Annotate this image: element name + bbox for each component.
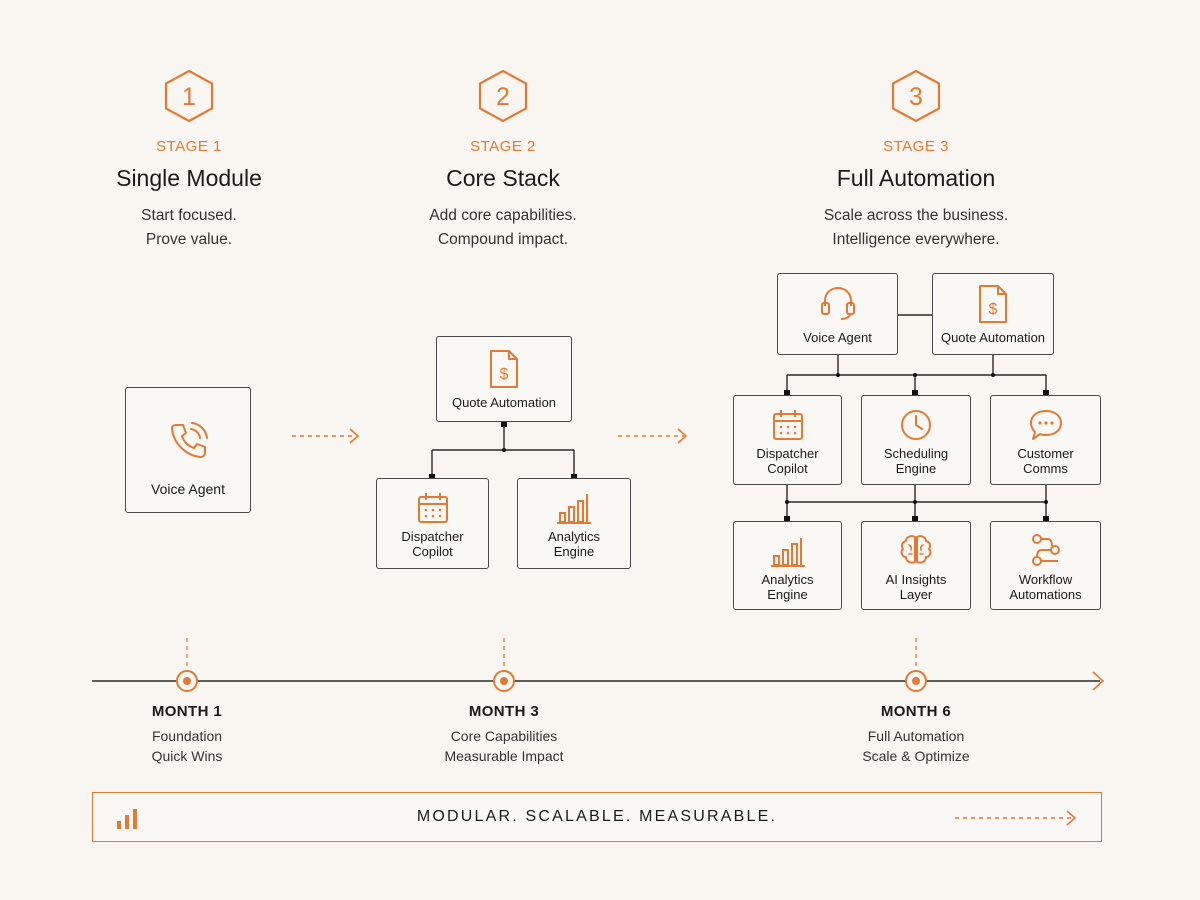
hexagon-badge-icon: 3 xyxy=(891,69,941,123)
stage-number: 3 xyxy=(909,83,923,111)
document-dollar-icon: $ xyxy=(979,285,1007,323)
brain-icon xyxy=(900,535,932,564)
module-quote-automation: $ Quote Automation xyxy=(436,336,572,422)
module-label: Voice Agent xyxy=(803,330,872,345)
headset-icon xyxy=(820,286,855,320)
clock-icon xyxy=(901,410,931,440)
module-label: Quote Automation xyxy=(451,395,557,410)
stage-number: 2 xyxy=(496,83,510,111)
stage-kicker: STAGE 1 xyxy=(156,138,222,155)
stage-1-header: 1 STAGE 1 Single Module Start focused.Pr… xyxy=(39,68,339,252)
svg-text:$: $ xyxy=(500,366,509,383)
svg-text:$: $ xyxy=(989,301,998,318)
stage-3-header: 3 STAGE 3 Full Automation Scale across t… xyxy=(766,68,1066,252)
arrow-right-icon xyxy=(292,428,360,444)
tagline-text: MODULAR. SCALABLE. MEASURABLE. xyxy=(416,808,778,825)
calendar-icon xyxy=(772,410,803,440)
arrow-right-icon xyxy=(955,810,1077,826)
stage-number: 1 xyxy=(182,83,196,111)
stage-kicker: STAGE 3 xyxy=(883,138,949,155)
hexagon-badge-icon: 2 xyxy=(478,69,528,123)
bar-chart-icon xyxy=(117,809,137,829)
stage-description: Scale across the business.Intelligence e… xyxy=(823,207,1009,248)
timeline-marker-month-6 xyxy=(905,670,927,692)
module-voice-agent-stage-3: Voice Agent xyxy=(777,273,898,355)
timeline-marker-month-3 xyxy=(493,670,515,692)
stage-title: Full Automation xyxy=(836,165,996,191)
stage-2-header: 2 STAGE 2 Core Stack Add core capabiliti… xyxy=(353,68,653,252)
calendar-icon xyxy=(417,493,448,523)
phone-icon xyxy=(171,422,208,458)
module-label: Quote Automation xyxy=(940,330,1046,345)
milestone-month-6: MONTH 6 Full Automation Scale & Optimize xyxy=(862,703,970,764)
bar-chart-icon xyxy=(770,538,805,567)
milestone-month-1: MONTH 1 Foundation Quick Wins xyxy=(151,703,223,764)
workflow-icon xyxy=(1031,534,1060,566)
module-label: Voice Agent xyxy=(151,481,225,497)
milestone-month-3: MONTH 3 Core Capabilities Measurable Imp… xyxy=(444,703,564,764)
timeline-axis xyxy=(92,638,1105,691)
arrow-right-icon xyxy=(618,428,688,444)
module-voice-agent: Voice Agent xyxy=(125,387,251,513)
bar-chart-icon xyxy=(557,494,591,524)
timeline-marker-month-1 xyxy=(176,670,198,692)
stage-description: Start focused.Prove value. xyxy=(141,207,237,248)
chat-bubble-icon xyxy=(1029,410,1062,440)
stage-kicker: STAGE 2 xyxy=(470,138,536,155)
module-quote-automation-stage-3: $ Quote Automation xyxy=(932,273,1054,355)
tagline-banner: MODULAR. SCALABLE. MEASURABLE. xyxy=(92,792,1102,842)
stage-title: Single Module xyxy=(116,165,262,191)
stage-description: Add core capabilities.Compound impact. xyxy=(429,207,577,248)
hexagon-badge-icon: 1 xyxy=(164,69,214,123)
document-dollar-icon: $ xyxy=(490,350,518,388)
stage-title: Core Stack xyxy=(446,165,560,191)
